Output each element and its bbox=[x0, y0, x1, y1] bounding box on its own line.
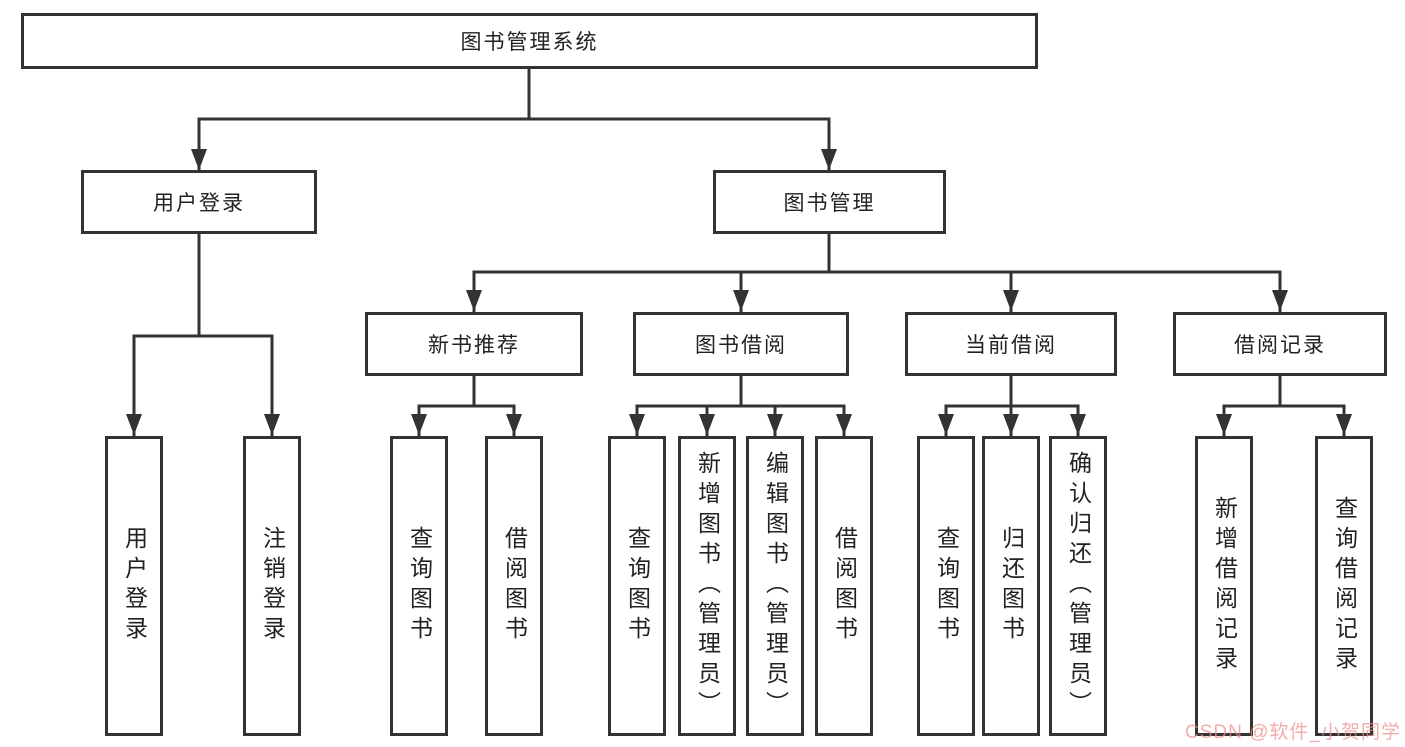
leaf-borrow-borrow-books-label: 借阅图书 bbox=[831, 526, 858, 646]
leaf-recommend-query-books: 查询图书 bbox=[390, 436, 448, 736]
leaf-borrow-edit-books-admin-label: 编辑图书（管理员） bbox=[762, 451, 789, 721]
node-new-book-recommend-label: 新书推荐 bbox=[428, 334, 520, 357]
node-book-management: 图书管理 bbox=[713, 170, 946, 234]
node-current-borrow: 当前借阅 bbox=[905, 312, 1117, 376]
node-current-borrow-label: 当前借阅 bbox=[965, 334, 1057, 357]
leaf-borrow-add-books-admin: 新增图书（管理员） bbox=[678, 436, 736, 736]
leaf-current-confirm-return-admin-label: 确认归还（管理员） bbox=[1065, 451, 1092, 721]
leaf-logout-label: 注销登录 bbox=[259, 526, 286, 646]
leaf-user-login: 用户登录 bbox=[105, 436, 163, 736]
leaf-borrow-edit-books-admin: 编辑图书（管理员） bbox=[746, 436, 804, 736]
leaf-recommend-borrow-books: 借阅图书 bbox=[485, 436, 543, 736]
node-library-system: 图书管理系统 bbox=[21, 13, 1038, 69]
leaf-borrow-add-books-admin-label: 新增图书（管理员） bbox=[694, 451, 721, 721]
leaf-current-query-books: 查询图书 bbox=[917, 436, 975, 736]
node-borrow-records: 借阅记录 bbox=[1173, 312, 1387, 376]
leaf-recommend-borrow-books-label: 借阅图书 bbox=[501, 526, 528, 646]
csdn-watermark: CSDN @软件_小贺同学 bbox=[1185, 722, 1401, 743]
leaf-records-query-record: 查询借阅记录 bbox=[1315, 436, 1373, 736]
node-user-login: 用户登录 bbox=[81, 170, 317, 234]
node-book-management-label: 图书管理 bbox=[783, 192, 876, 215]
leaf-user-login-label: 用户登录 bbox=[121, 526, 148, 646]
node-book-borrow: 图书借阅 bbox=[633, 312, 849, 376]
node-user-login-label: 用户登录 bbox=[153, 192, 245, 215]
leaf-borrow-query-books: 查询图书 bbox=[608, 436, 666, 736]
leaf-current-return-books: 归还图书 bbox=[982, 436, 1040, 736]
leaf-records-query-record-label: 查询借阅记录 bbox=[1331, 496, 1358, 676]
leaf-logout: 注销登录 bbox=[243, 436, 301, 736]
node-new-book-recommend: 新书推荐 bbox=[365, 312, 583, 376]
leaf-borrow-query-books-label: 查询图书 bbox=[624, 526, 651, 646]
leaf-recommend-query-books-label: 查询图书 bbox=[406, 526, 433, 646]
leaf-current-query-books-label: 查询图书 bbox=[933, 526, 960, 646]
leaf-borrow-borrow-books: 借阅图书 bbox=[815, 436, 873, 736]
leaf-records-add-record-label: 新增借阅记录 bbox=[1211, 496, 1238, 676]
node-library-system-label: 图书管理系统 bbox=[460, 31, 599, 54]
leaf-current-confirm-return-admin: 确认归还（管理员） bbox=[1049, 436, 1107, 736]
node-book-borrow-label: 图书借阅 bbox=[695, 334, 787, 357]
node-borrow-records-label: 借阅记录 bbox=[1234, 334, 1326, 357]
leaf-records-add-record: 新增借阅记录 bbox=[1195, 436, 1253, 736]
leaf-current-return-books-label: 归还图书 bbox=[998, 526, 1025, 646]
